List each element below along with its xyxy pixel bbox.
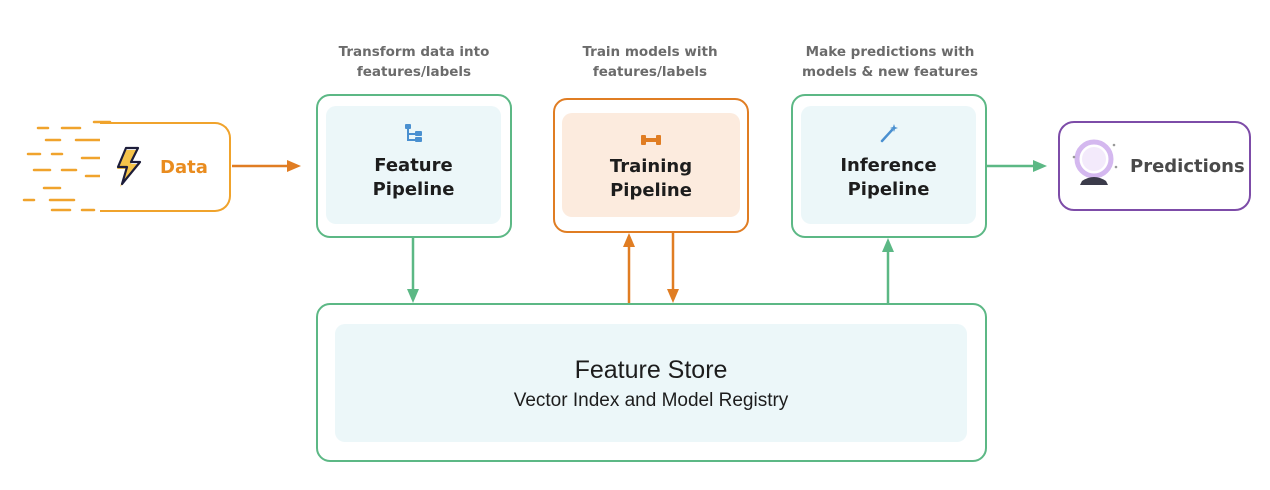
arrow-store-to-inference <box>882 238 894 303</box>
feature-store-subtitle: Vector Index and Model Registry <box>513 390 789 411</box>
crystal-ball-icon <box>1072 139 1118 185</box>
training-pipeline-caption: Train models with features/labels <box>582 44 718 80</box>
data-node[interactable]: Data <box>100 122 231 212</box>
feature-pipeline-inner: Feature Pipeline <box>326 106 501 224</box>
feature-pipeline-title: Feature Pipeline <box>372 155 455 200</box>
arrow-training-to-store <box>667 233 679 303</box>
inference-pipeline-inner: Inference Pipeline <box>801 106 976 224</box>
arrow-store-to-training <box>623 233 635 303</box>
data-label: Data <box>160 157 208 178</box>
training-pipeline-box[interactable]: Training Pipeline <box>553 98 749 233</box>
inference-pipeline-caption: Make predictions with models & new featu… <box>802 44 978 80</box>
feature-pipeline-box[interactable]: Feature Pipeline <box>316 94 512 238</box>
feature-store-box[interactable]: Feature Store Vector Index and Model Reg… <box>316 303 987 462</box>
training-pipeline-title: Training Pipeline <box>609 156 693 201</box>
feature-pipeline-caption: Transform data into features/labels <box>338 44 490 80</box>
arrow-inference-to-predictions <box>987 160 1047 172</box>
magic-wand-icon <box>880 124 898 143</box>
feature-store-inner: Feature Store Vector Index and Model Reg… <box>335 324 967 442</box>
dumbbell-icon <box>641 135 661 145</box>
inference-pipeline-box[interactable]: Inference Pipeline <box>791 94 987 238</box>
feature-store-title: Feature Store <box>574 356 728 384</box>
arrow-data-to-feature <box>232 160 301 172</box>
arrow-feature-to-store <box>407 238 419 303</box>
predictions-label: Predictions <box>1130 156 1245 177</box>
tree-structure-icon <box>404 124 422 142</box>
lightning-icon <box>116 146 142 187</box>
inference-pipeline-title: Inference Pipeline <box>840 155 937 200</box>
predictions-node[interactable]: Predictions <box>1058 121 1251 211</box>
training-pipeline-inner: Training Pipeline <box>562 113 740 217</box>
